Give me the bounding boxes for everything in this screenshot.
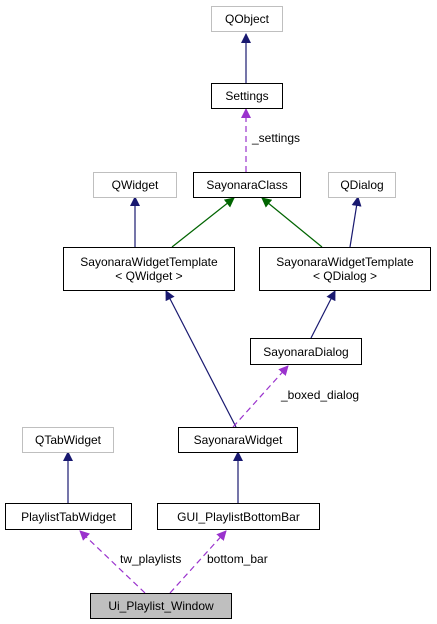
edge-swtqdialog-sayonaraclass — [261, 197, 323, 248]
edge-label-tw-playlists: tw_playlists — [120, 552, 182, 566]
edge-uiwindow-bottombar — [169, 530, 227, 594]
node-ui-playlist-window[interactable]: Ui_Playlist_Window — [90, 593, 232, 619]
edge-sayonarawidget-sayonaradialog — [232, 365, 289, 428]
node-qwidget[interactable]: QWidget — [93, 172, 177, 198]
edge-swtqwidget-sayonaraclass — [171, 197, 235, 248]
node-sayonara-widget-template-qdialog[interactable]: SayonaraWidgetTemplate < QDialog > — [259, 247, 431, 291]
node-qdialog[interactable]: QDialog — [328, 172, 396, 198]
edge-sayonaradialog-swtqdialog — [310, 290, 336, 339]
edge-label-settings: _settings — [252, 131, 301, 145]
edge-swtqdialog-qdialog — [349, 196, 362, 248]
node-sayonara-widget[interactable]: SayonaraWidget — [178, 427, 298, 453]
node-sayonara-widget-template-qwidget[interactable]: SayonaraWidgetTemplate < QWidget > — [63, 247, 235, 291]
node-qobject[interactable]: QObject — [211, 6, 283, 32]
node-qtabwidget[interactable]: QTabWidget — [22, 427, 114, 453]
node-gui-playlist-bottom-bar[interactable]: GUI_PlaylistBottomBar — [157, 503, 320, 530]
edge-uiwindow-playlisttabwidget — [79, 530, 146, 594]
node-sayonara-class[interactable]: SayonaraClass — [193, 172, 301, 198]
node-settings[interactable]: Settings — [211, 83, 283, 109]
node-sayonara-dialog[interactable]: SayonaraDialog — [250, 338, 362, 365]
node-playlist-tab-widget[interactable]: PlaylistTabWidget — [5, 503, 132, 530]
edge-sayonarawidget-swtqwidget — [165, 290, 237, 428]
edge-label-boxed-dialog: _boxed_dialog — [281, 388, 360, 402]
edge-label-bottom-bar: bottom_bar — [207, 552, 268, 566]
